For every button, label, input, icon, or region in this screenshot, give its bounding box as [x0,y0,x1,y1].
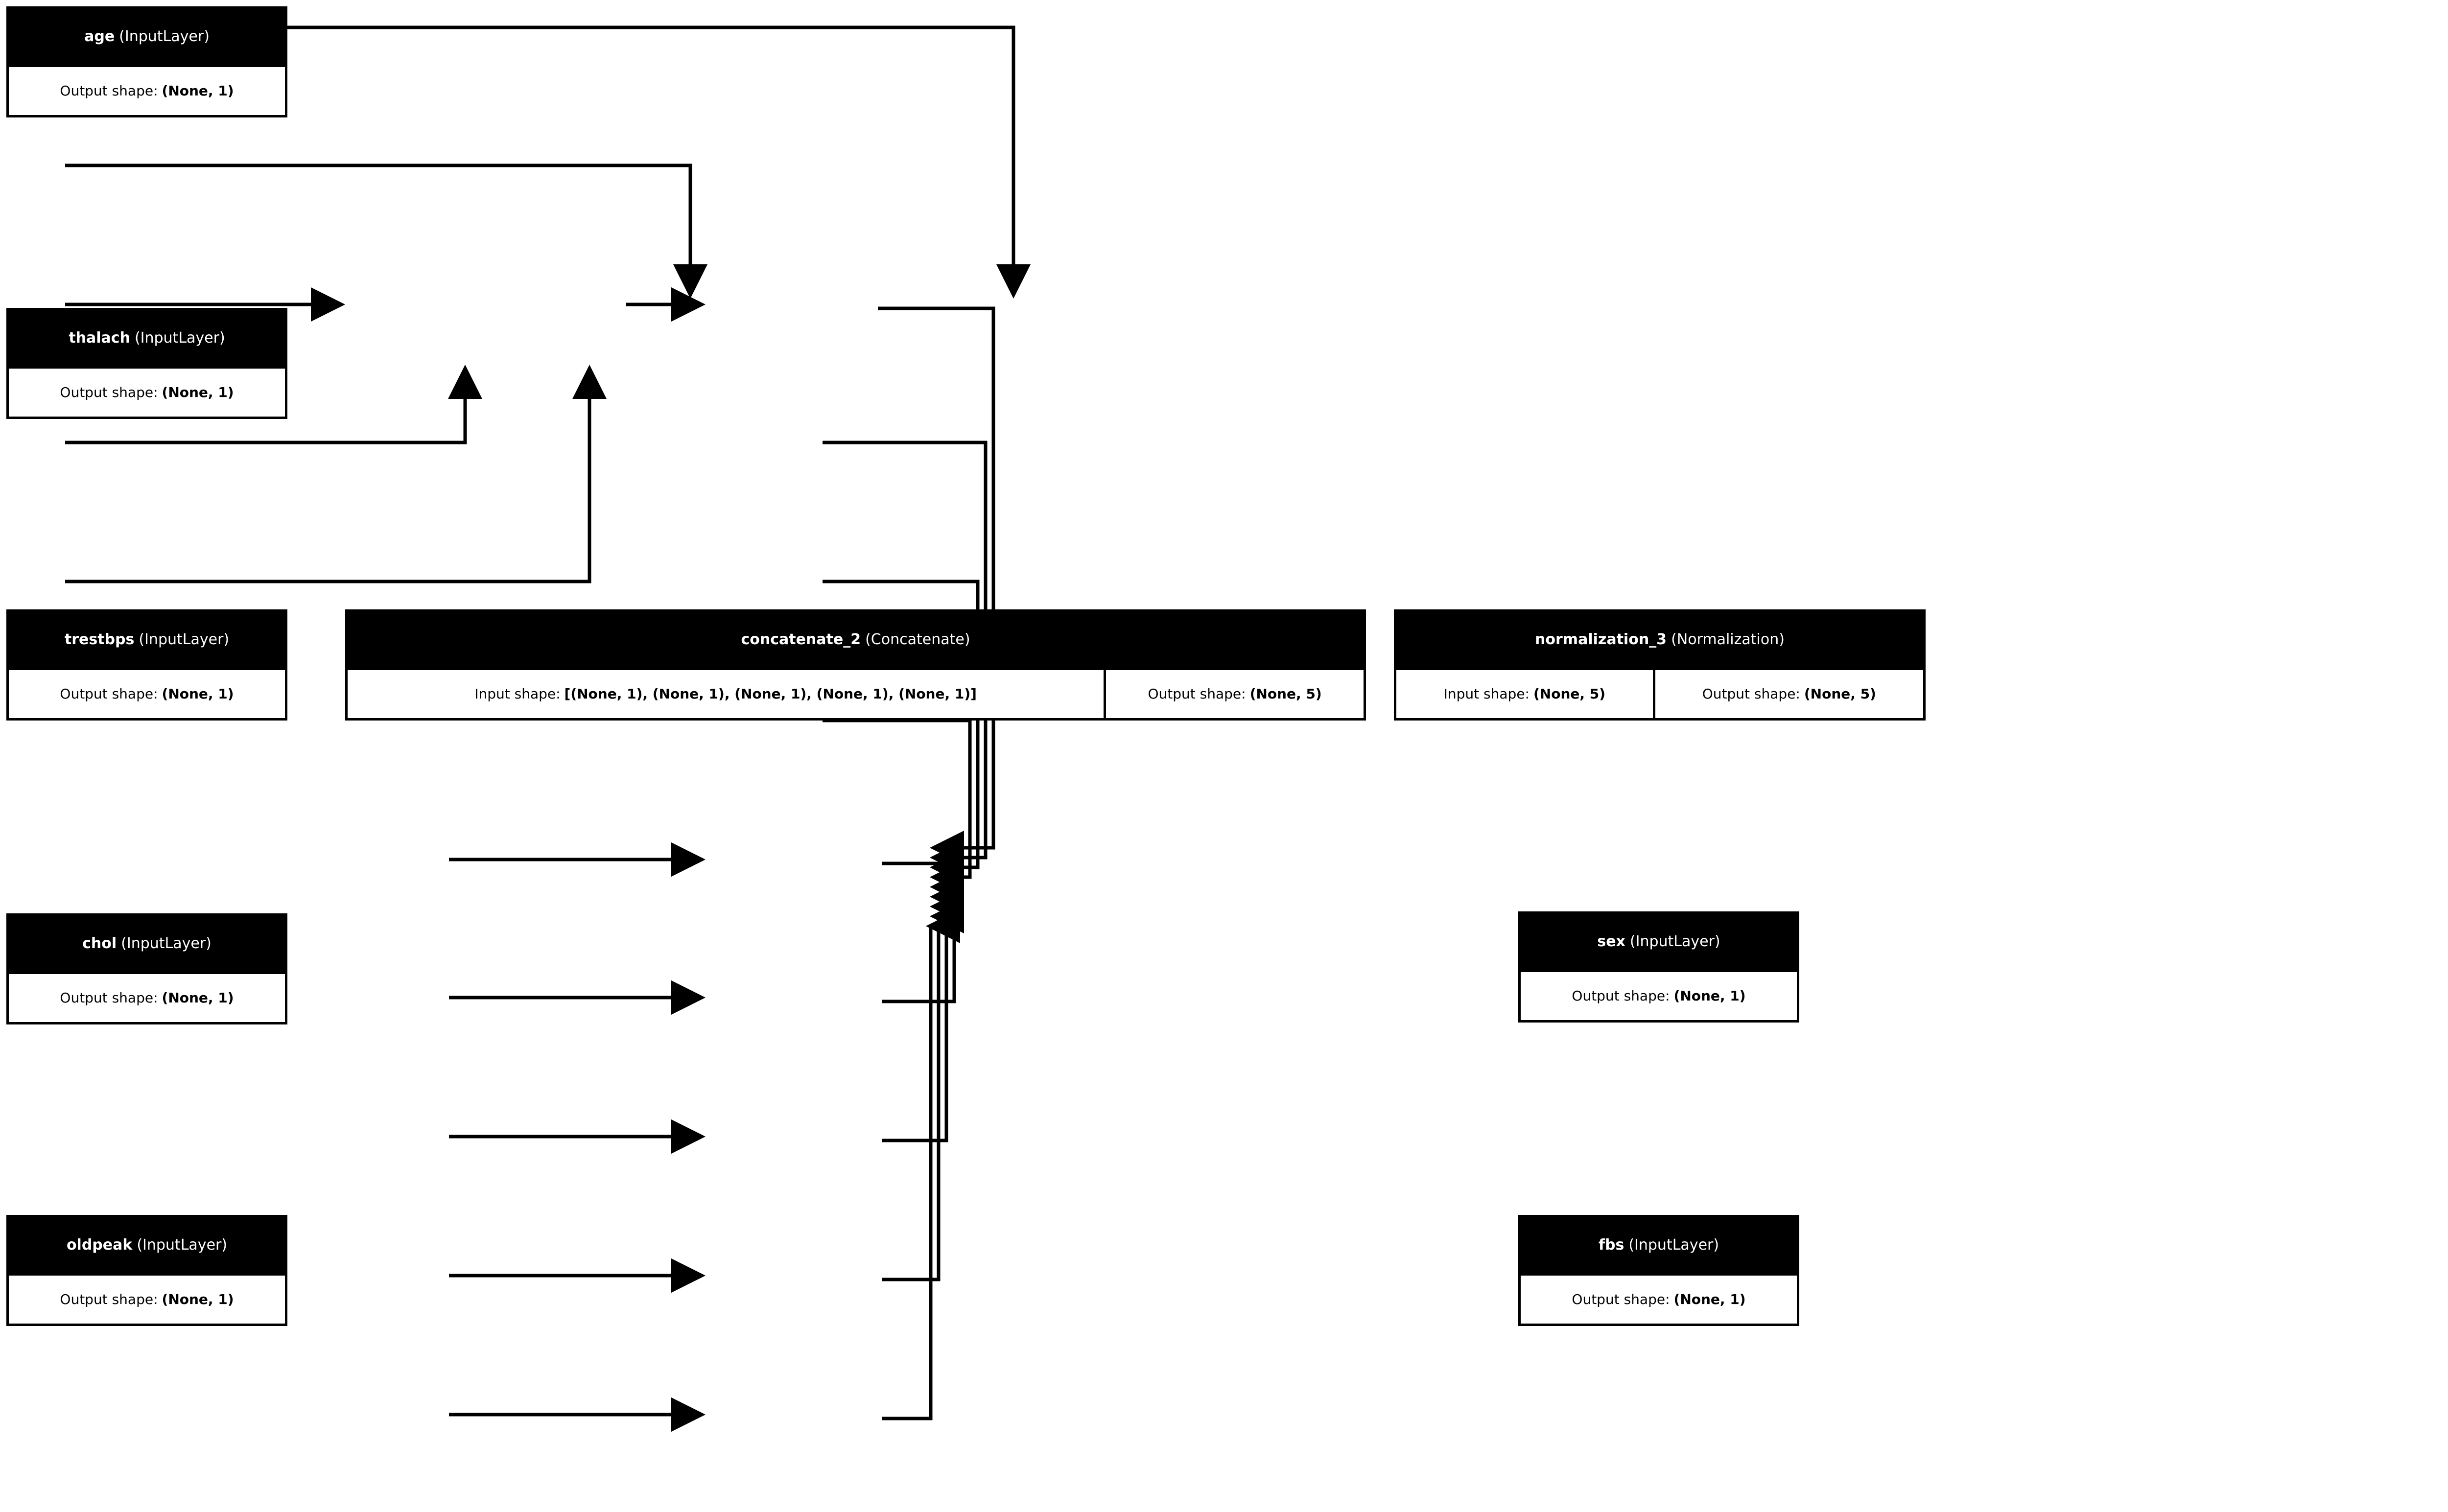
layer-node-fbs[interactable]: fbs(InputLayer)Output shape:(None, 1) [1518,1215,1799,1326]
layer-node-concatenate_2[interactable]: concatenate_2(Concatenate)Input shape:[(… [345,609,1366,721]
shape-label: Output shape: [1702,686,1800,702]
layer-output-shape-sex: Output shape:(None, 1) [1521,972,1797,1020]
layer-input-shape-concatenate_2: Input shape:[(None, 1), (None, 1), (None… [348,670,1104,718]
shape-label: Output shape: [60,686,158,702]
shape-label: Output shape: [1148,686,1246,702]
layer-output-shape-chol: Output shape:(None, 1) [9,974,285,1022]
edge-integer-lookup-1-to-concatenate-3 [882,861,964,904]
layer-shapes-chol: Output shape:(None, 1) [9,972,285,1022]
layer-type-sex: (InputLayer) [1629,933,1720,950]
layer-type-chol: (InputLayer) [121,935,212,952]
layer-name-trestbps: trestbps [64,631,135,648]
shape-value: (None, 1) [1673,988,1746,1004]
layer-name-thalach: thalach [69,329,130,347]
layer-shapes-thalach: Output shape:(None, 1) [9,366,285,417]
edge-integer-lookup-3-to-concatenate-3 [882,889,964,1142]
shape-label: Output shape: [60,1291,158,1307]
edge-group [65,25,1031,1432]
shape-value: (None, 1) [162,990,234,1006]
layer-node-trestbps[interactable]: trestbps(InputLayer)Output shape:(None, … [6,609,287,721]
layer-type-trestbps: (InputLayer) [139,631,230,648]
layer-header-normalization_3: normalization_3(Normalization) [1396,612,1923,668]
shape-label: Output shape: [1572,988,1670,1004]
shape-label: Output shape: [1572,1291,1670,1307]
layer-name-concatenate_2: concatenate_2 [741,631,861,648]
shape-value: [(None, 1), (None, 1), (None, 1), (None,… [564,686,977,702]
layer-header-age: age(InputLayer) [9,9,285,65]
layer-type-normalization_3: (Normalization) [1671,631,1785,648]
layer-type-age: (InputLayer) [119,28,210,45]
layer-shapes-age: Output shape:(None, 1) [9,65,285,115]
layer-type-thalach: (InputLayer) [134,329,225,347]
layer-node-oldpeak[interactable]: oldpeak(InputLayer)Output shape:(None, 1… [6,1215,287,1326]
layer-name-chol: chol [82,935,117,952]
layer-type-concatenate_2: (Concatenate) [865,631,970,648]
layer-node-normalization_3[interactable]: normalization_3(Normalization)Input shap… [1394,609,1926,721]
layer-shapes-trestbps: Output shape:(None, 1) [9,668,285,718]
shape-value: (None, 5) [1804,686,1876,702]
shape-label: Output shape: [60,83,158,99]
edge-integer-lookup-4-to-concatenate-3 [882,909,960,1420]
layer-type-oldpeak: (InputLayer) [137,1236,228,1254]
shape-value: (None, 5) [1249,686,1322,702]
edge-thalach-to-concatenate-2 [65,163,707,299]
layer-output-shape-normalization_3: Output shape:(None, 5) [1652,670,1923,718]
layer-output-shape-trestbps: Output shape:(None, 1) [9,670,285,718]
layer-header-sex: sex(InputLayer) [1521,914,1797,970]
edge-normalization-3-to-concatenate-3 [878,306,995,865]
layer-header-concatenate_2: concatenate_2(Concatenate) [348,612,1364,668]
shape-value: (None, 1) [162,686,234,702]
layer-shapes-concatenate_2: Input shape:[(None, 1), (None, 1), (None… [348,668,1364,718]
layer-name-age: age [84,28,115,45]
layer-name-normalization_3: normalization_3 [1535,631,1667,648]
layer-output-shape-concatenate_2: Output shape:(None, 5) [1104,670,1364,718]
shape-label: Input shape: [1443,686,1530,702]
layer-header-trestbps: trestbps(InputLayer) [9,612,285,668]
layer-shapes-oldpeak: Output shape:(None, 1) [9,1273,285,1324]
layer-node-thalach[interactable]: thalach(InputLayer)Output shape:(None, 1… [6,308,287,419]
layer-header-oldpeak: oldpeak(InputLayer) [9,1217,285,1273]
layer-output-shape-thalach: Output shape:(None, 1) [9,369,285,417]
shape-label: Input shape: [474,686,561,702]
shape-value: (None, 1) [162,384,234,400]
shape-label: Output shape: [60,990,158,1006]
shape-label: Output shape: [60,384,158,400]
layer-node-sex[interactable]: sex(InputLayer)Output shape:(None, 1) [1518,911,1799,1023]
layer-header-chol: chol(InputLayer) [9,916,285,972]
layer-header-fbs: fbs(InputLayer) [1521,1217,1797,1273]
edge-string-lookup-1-to-concatenate-3 [882,899,964,1281]
layer-output-shape-age: Output shape:(None, 1) [9,67,285,115]
layer-node-chol[interactable]: chol(InputLayer)Output shape:(None, 1) [6,913,287,1024]
layer-output-shape-fbs: Output shape:(None, 1) [1521,1276,1797,1324]
shape-value: (None, 1) [162,83,234,99]
layer-header-thalach: thalach(InputLayer) [9,310,285,366]
layer-shapes-fbs: Output shape:(None, 1) [1521,1273,1797,1324]
layer-node-age[interactable]: age(InputLayer)Output shape:(None, 1) [6,6,287,117]
layer-name-sex: sex [1597,933,1625,950]
shape-value: (None, 1) [162,1291,234,1307]
layer-type-fbs: (InputLayer) [1628,1236,1719,1254]
layer-name-oldpeak: oldpeak [66,1236,133,1254]
layer-input-shape-normalization_3: Input shape:(None, 5) [1396,670,1653,718]
edge-exang-to-concatenate-3 [823,719,972,894]
shape-value: (None, 5) [1533,686,1606,702]
layer-shapes-sex: Output shape:(None, 1) [1521,970,1797,1020]
layer-output-shape-oldpeak: Output shape:(None, 1) [9,1276,285,1324]
edge-integer-lookup-2-to-concatenate-3 [882,880,964,1003]
layer-shapes-normalization_3: Input shape:(None, 5)Output shape:(None,… [1396,668,1923,718]
layer-name-fbs: fbs [1598,1236,1624,1254]
shape-value: (None, 1) [1673,1291,1746,1307]
